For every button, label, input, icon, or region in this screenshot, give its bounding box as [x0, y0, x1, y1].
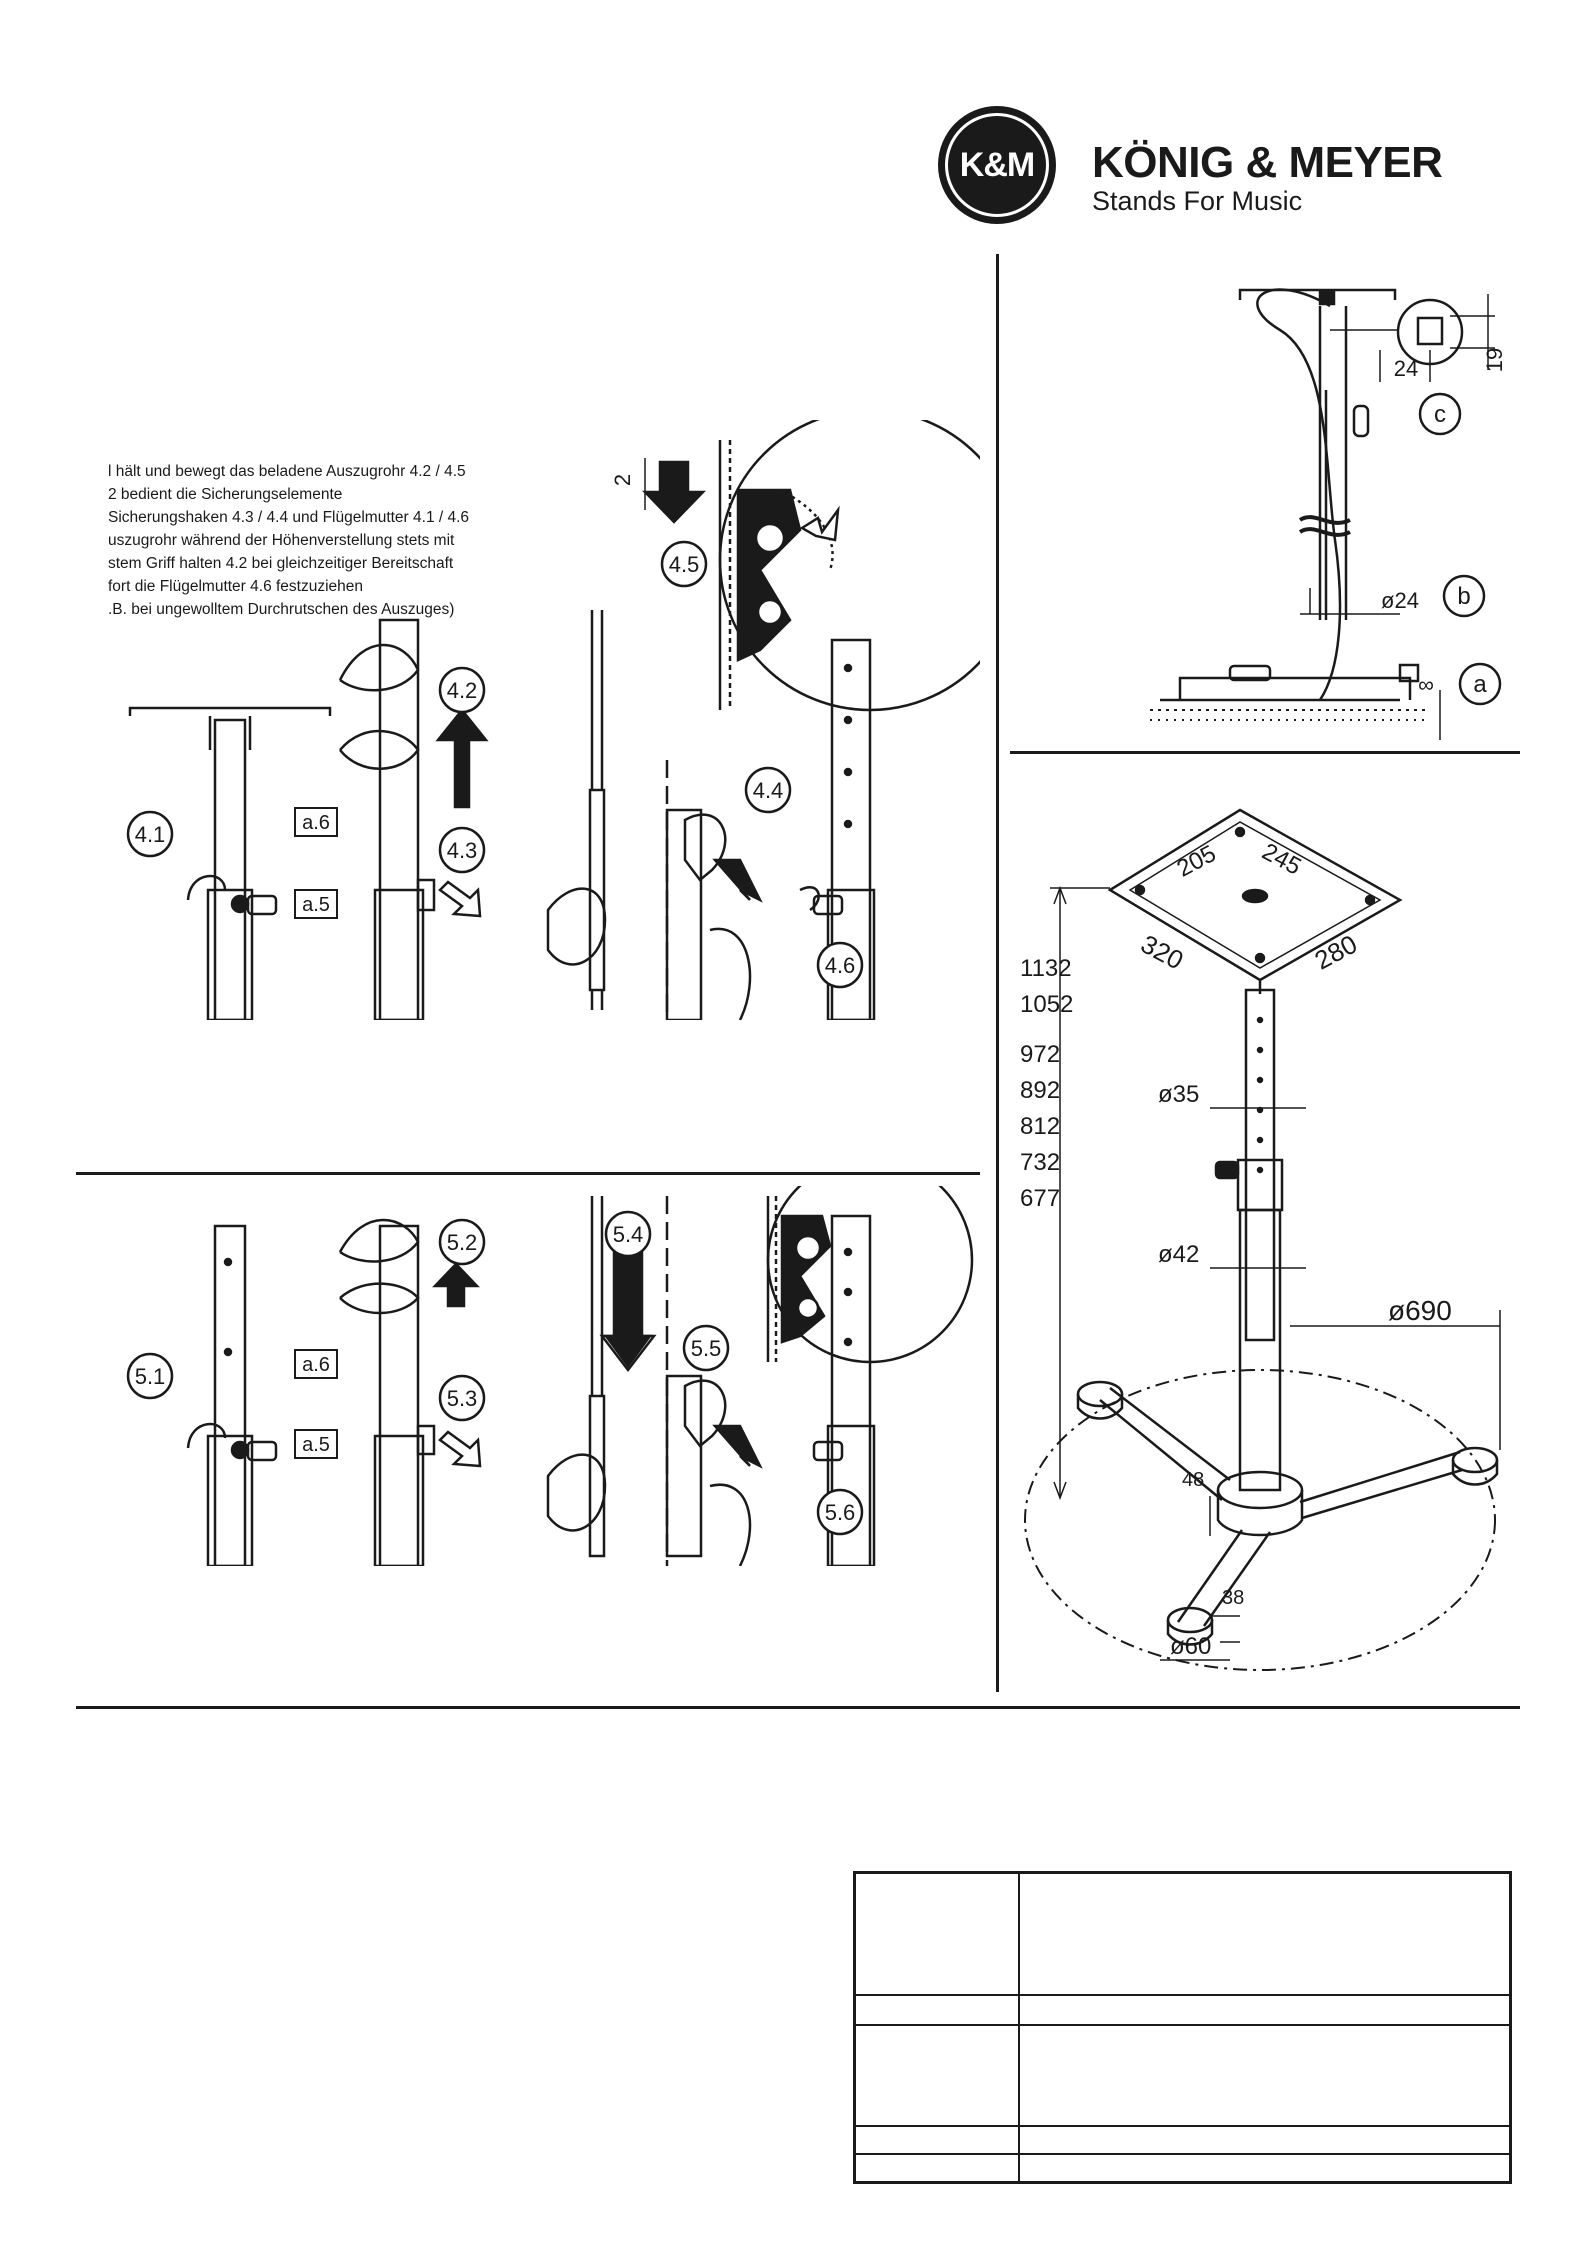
step-label: 4.2: [447, 678, 478, 703]
brand-slogan: Stands For Music: [1092, 186, 1303, 216]
step4-illustration: 4.1 4.2 4.3 4.4 4.5 4.6 a.6 a.5 2: [126, 420, 980, 1020]
instruction-line: uszugrohr während der Höhenverstellung s…: [108, 532, 455, 549]
logo-abbr: K&M: [959, 145, 1035, 184]
part-label: a.6: [302, 812, 330, 834]
tube-upper-dim: ø35: [1158, 1081, 1199, 1108]
step-label: 5.2: [447, 1230, 478, 1255]
cable-detail-illustration: 24 19 ø24 ∞ c b a: [1150, 288, 1507, 740]
plate-dim: 245: [1258, 838, 1306, 881]
table-row: [853, 2024, 1512, 2128]
detail-dim: 19: [1482, 348, 1507, 372]
tube-lower-dim: ø42: [1158, 1241, 1199, 1268]
table-row: [853, 1994, 1512, 2027]
footer-divider: [76, 1706, 1520, 1709]
brand-name: KÖNIG & MEYER: [1092, 138, 1443, 187]
step-label: 4.3: [447, 838, 478, 863]
step-label: 4.1: [135, 822, 166, 847]
table-cell: [1018, 2125, 1512, 2156]
table-cell: [853, 2024, 1020, 2128]
height-dim: 892: [1020, 1077, 1060, 1104]
table-cell: [853, 1871, 1020, 1997]
base-diameter-dim: ø690: [1388, 1295, 1452, 1326]
step-label: 5.3: [447, 1386, 478, 1411]
detail-dim: 24: [1394, 356, 1418, 381]
part-label: a.5: [302, 894, 330, 916]
plate-dim: 320: [1136, 929, 1188, 976]
brand-logo: K&M: [938, 106, 1056, 224]
step-label: 4.4: [753, 778, 784, 803]
height-dim: 732: [1020, 1149, 1060, 1176]
table-cell: [1018, 2153, 1512, 2184]
instruction-text: l hält und bewegt das beladene Auszugroh…: [108, 460, 548, 621]
height-dim: 812: [1020, 1113, 1060, 1140]
step-label: 4.6: [825, 953, 856, 978]
gap-label: 2: [610, 474, 635, 486]
table-row: [853, 1871, 1512, 1997]
table-cell: [1018, 1871, 1512, 1997]
callout-label: c: [1434, 401, 1446, 428]
step-divider: [76, 1172, 980, 1175]
part-label: a.6: [302, 1354, 330, 1376]
callout-label: a: [1473, 671, 1487, 698]
instruction-line: Sicherungshaken 4.3 / 4.4 und Flügelmutt…: [108, 509, 470, 526]
height-dim: 1052: [1020, 991, 1073, 1018]
table-row: [853, 2125, 1512, 2156]
vertical-divider: [996, 254, 999, 1692]
detail-divider: [1010, 751, 1520, 754]
foot-height-dim: 38: [1222, 1587, 1244, 1609]
instruction-line: 2 bedient die Sicherungselemente: [108, 486, 343, 503]
table-cell: [1018, 1994, 1512, 2027]
logo-ring: K&M: [945, 113, 1049, 217]
callout-label: b: [1457, 583, 1470, 610]
instruction-line: l hält und bewegt das beladene Auszugroh…: [108, 463, 466, 480]
step-label: 5.5: [691, 1336, 722, 1361]
step-label: 5.1: [135, 1364, 166, 1389]
hub-height-dim: 48: [1182, 1469, 1204, 1491]
height-dim: 972: [1020, 1041, 1060, 1068]
step5-illustration: 5.1 5.2 5.3 5.4 5.5 5.6 a.6 a.5: [126, 1186, 974, 1566]
table-cell: [853, 2153, 1020, 2184]
instruction-line: stem Griff halten 4.2 bei gleichzeitiger…: [108, 555, 454, 572]
step-label: 5.4: [613, 1222, 644, 1247]
table-cell: [853, 2125, 1020, 2156]
instruction-line: .B. bei ungewolltem Durchrutschen des Au…: [108, 601, 455, 618]
height-dim: 1132: [1020, 955, 1072, 982]
part-label: a.5: [302, 1434, 330, 1456]
table-cell: [853, 1994, 1020, 2027]
instruction-line: fort die Flügelmutter 4.6 festzuziehen: [108, 578, 364, 595]
table-cell: [1018, 2024, 1512, 2128]
spec-table: [853, 1871, 1512, 2184]
height-dim: 677: [1020, 1185, 1060, 1212]
detail-dim: ø24: [1381, 588, 1419, 613]
detail-dim: ∞: [1418, 672, 1434, 697]
table-row: [853, 2153, 1512, 2184]
foot-diameter-dim: ø60: [1170, 1633, 1211, 1660]
step-label: 5.6: [825, 1500, 856, 1525]
step-label: 4.5: [669, 552, 700, 577]
stand-dimension-illustration: 205 245 320 280 1132 1052 972 892 812 73…: [1020, 808, 1501, 1671]
